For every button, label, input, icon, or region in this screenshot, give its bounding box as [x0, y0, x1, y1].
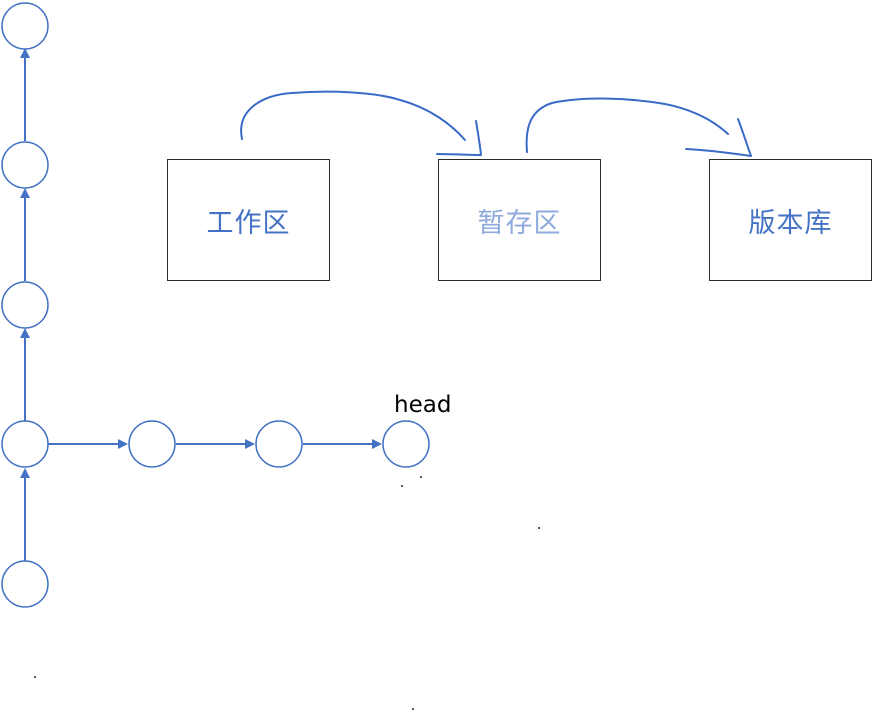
commit-node [1, 420, 49, 468]
workspace-label: 工作区 [206, 207, 291, 239]
sketch-arrowhead-staging [436, 120, 482, 156]
commit-node [1, 560, 49, 608]
sketch-arrowhead-repo [685, 118, 752, 157]
commit-node [1, 2, 49, 50]
sketch-arrow-staging-to-repo [525, 97, 729, 153]
head-label: head [394, 392, 452, 418]
speck [420, 476, 422, 478]
commit-node [1, 281, 49, 329]
speck [34, 676, 36, 678]
staging-box: 暂存区 [438, 159, 601, 281]
commit-node [1, 141, 49, 189]
sketch-arrow-workspace-to-staging [240, 90, 466, 141]
speck [412, 708, 414, 710]
speck [538, 527, 540, 529]
repository-label: 版本库 [748, 207, 833, 239]
branch-commit-node [255, 420, 303, 468]
speck [401, 485, 403, 487]
workspace-box: 工作区 [167, 159, 330, 281]
head-commit-node [382, 420, 430, 468]
repository-box: 版本库 [709, 159, 872, 281]
branch-commit-node [128, 420, 176, 468]
staging-label: 暂存区 [477, 207, 562, 239]
